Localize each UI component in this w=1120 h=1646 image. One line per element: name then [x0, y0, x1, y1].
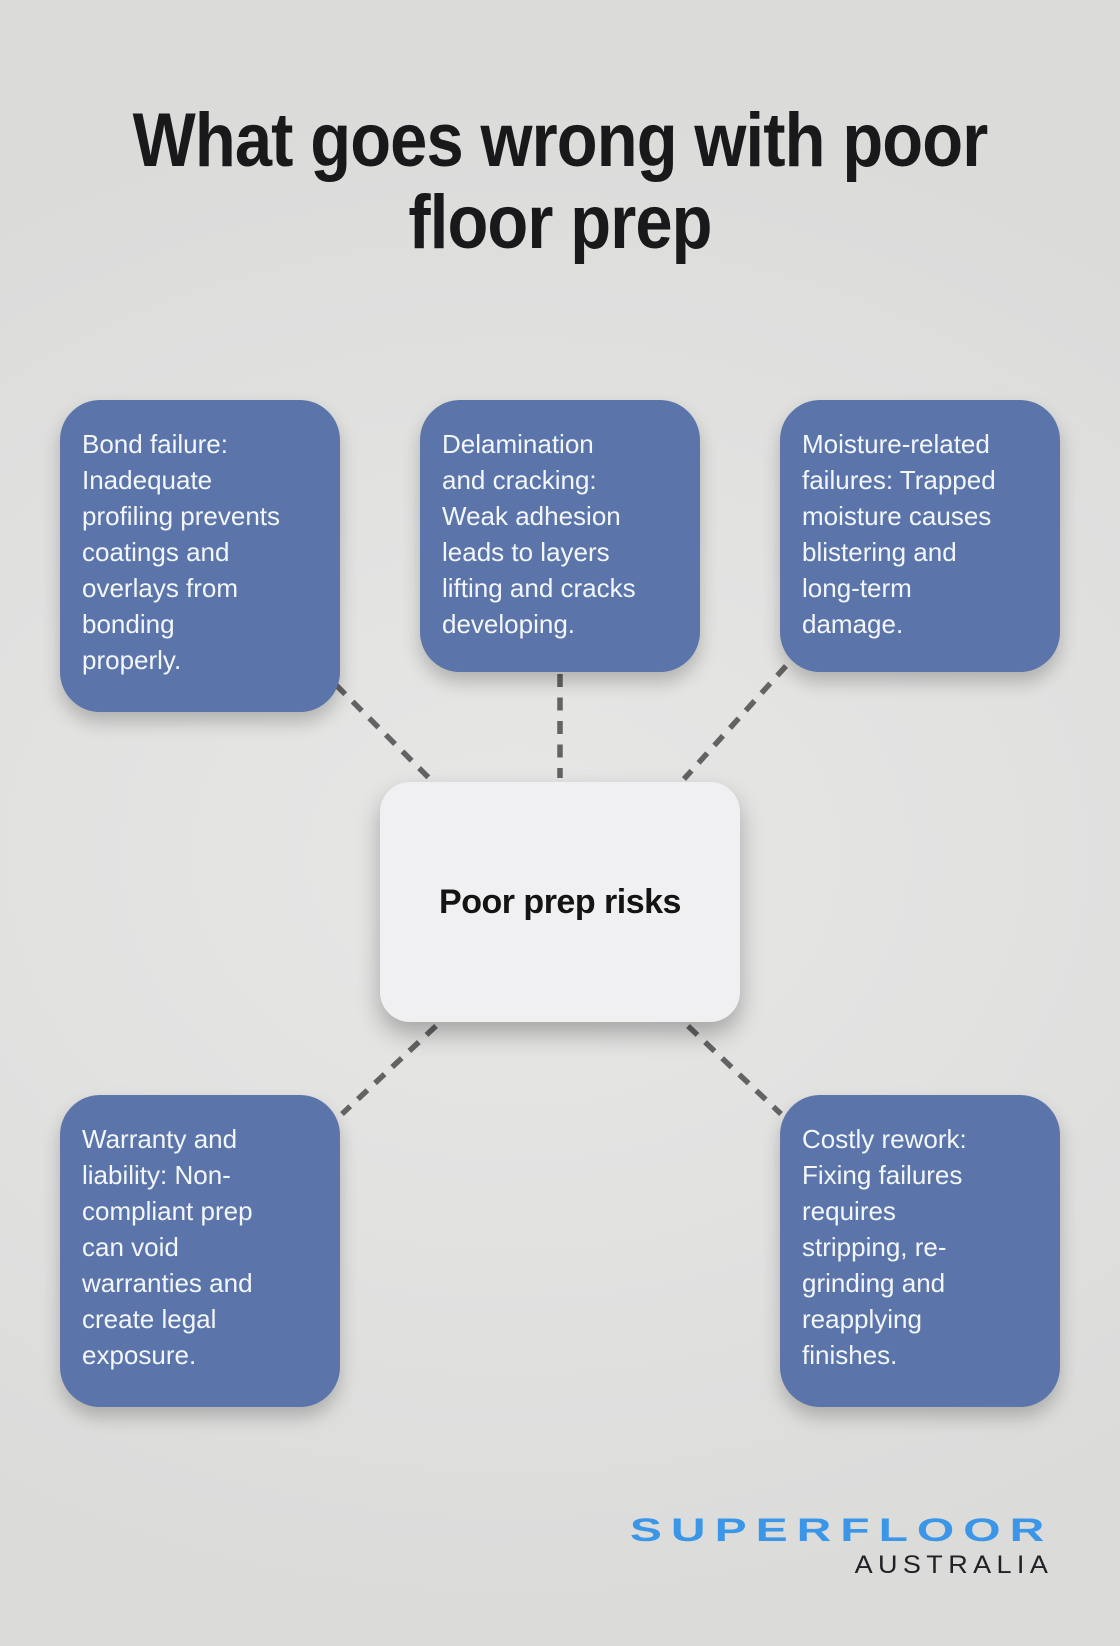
- brand-logo: SUPERFLOOR AUSTRALIA: [630, 1513, 1053, 1578]
- node-costly-rework: Costly rework: Fixing failures requires …: [780, 1095, 1060, 1407]
- node-warranty-liability-text: Warranty and liability: Non- compliant p…: [82, 1124, 253, 1370]
- page-title: What goes wrong with poor floor prep: [132, 98, 989, 265]
- node-costly-rework-text: Costly rework: Fixing failures requires …: [802, 1124, 967, 1370]
- node-moisture-failures: Moisture-related failures: Trapped moist…: [780, 400, 1060, 672]
- node-bond-failure-text: Bond failure: Inadequate profiling preve…: [82, 429, 280, 675]
- node-delamination-cracking-text: Delamination and cracking: Weak adhesion…: [442, 429, 636, 639]
- node-moisture-failures-text: Moisture-related failures: Trapped moist…: [802, 429, 996, 639]
- brand-name: SUPERFLOOR: [629, 1512, 1053, 1548]
- node-warranty-liability: Warranty and liability: Non- compliant p…: [60, 1095, 340, 1407]
- connector-bond-failure: [334, 683, 436, 785]
- connector-warranty: [340, 1023, 438, 1117]
- connector-moisture: [681, 664, 789, 781]
- node-bond-failure: Bond failure: Inadequate profiling preve…: [60, 400, 340, 712]
- brand-region: AUSTRALIA: [854, 1551, 1053, 1579]
- node-delamination-cracking: Delamination and cracking: Weak adhesion…: [420, 400, 700, 672]
- center-node: Poor prep risks: [380, 782, 740, 1022]
- connector-rework: [686, 1024, 783, 1116]
- center-node-label: Poor prep risks: [439, 882, 681, 921]
